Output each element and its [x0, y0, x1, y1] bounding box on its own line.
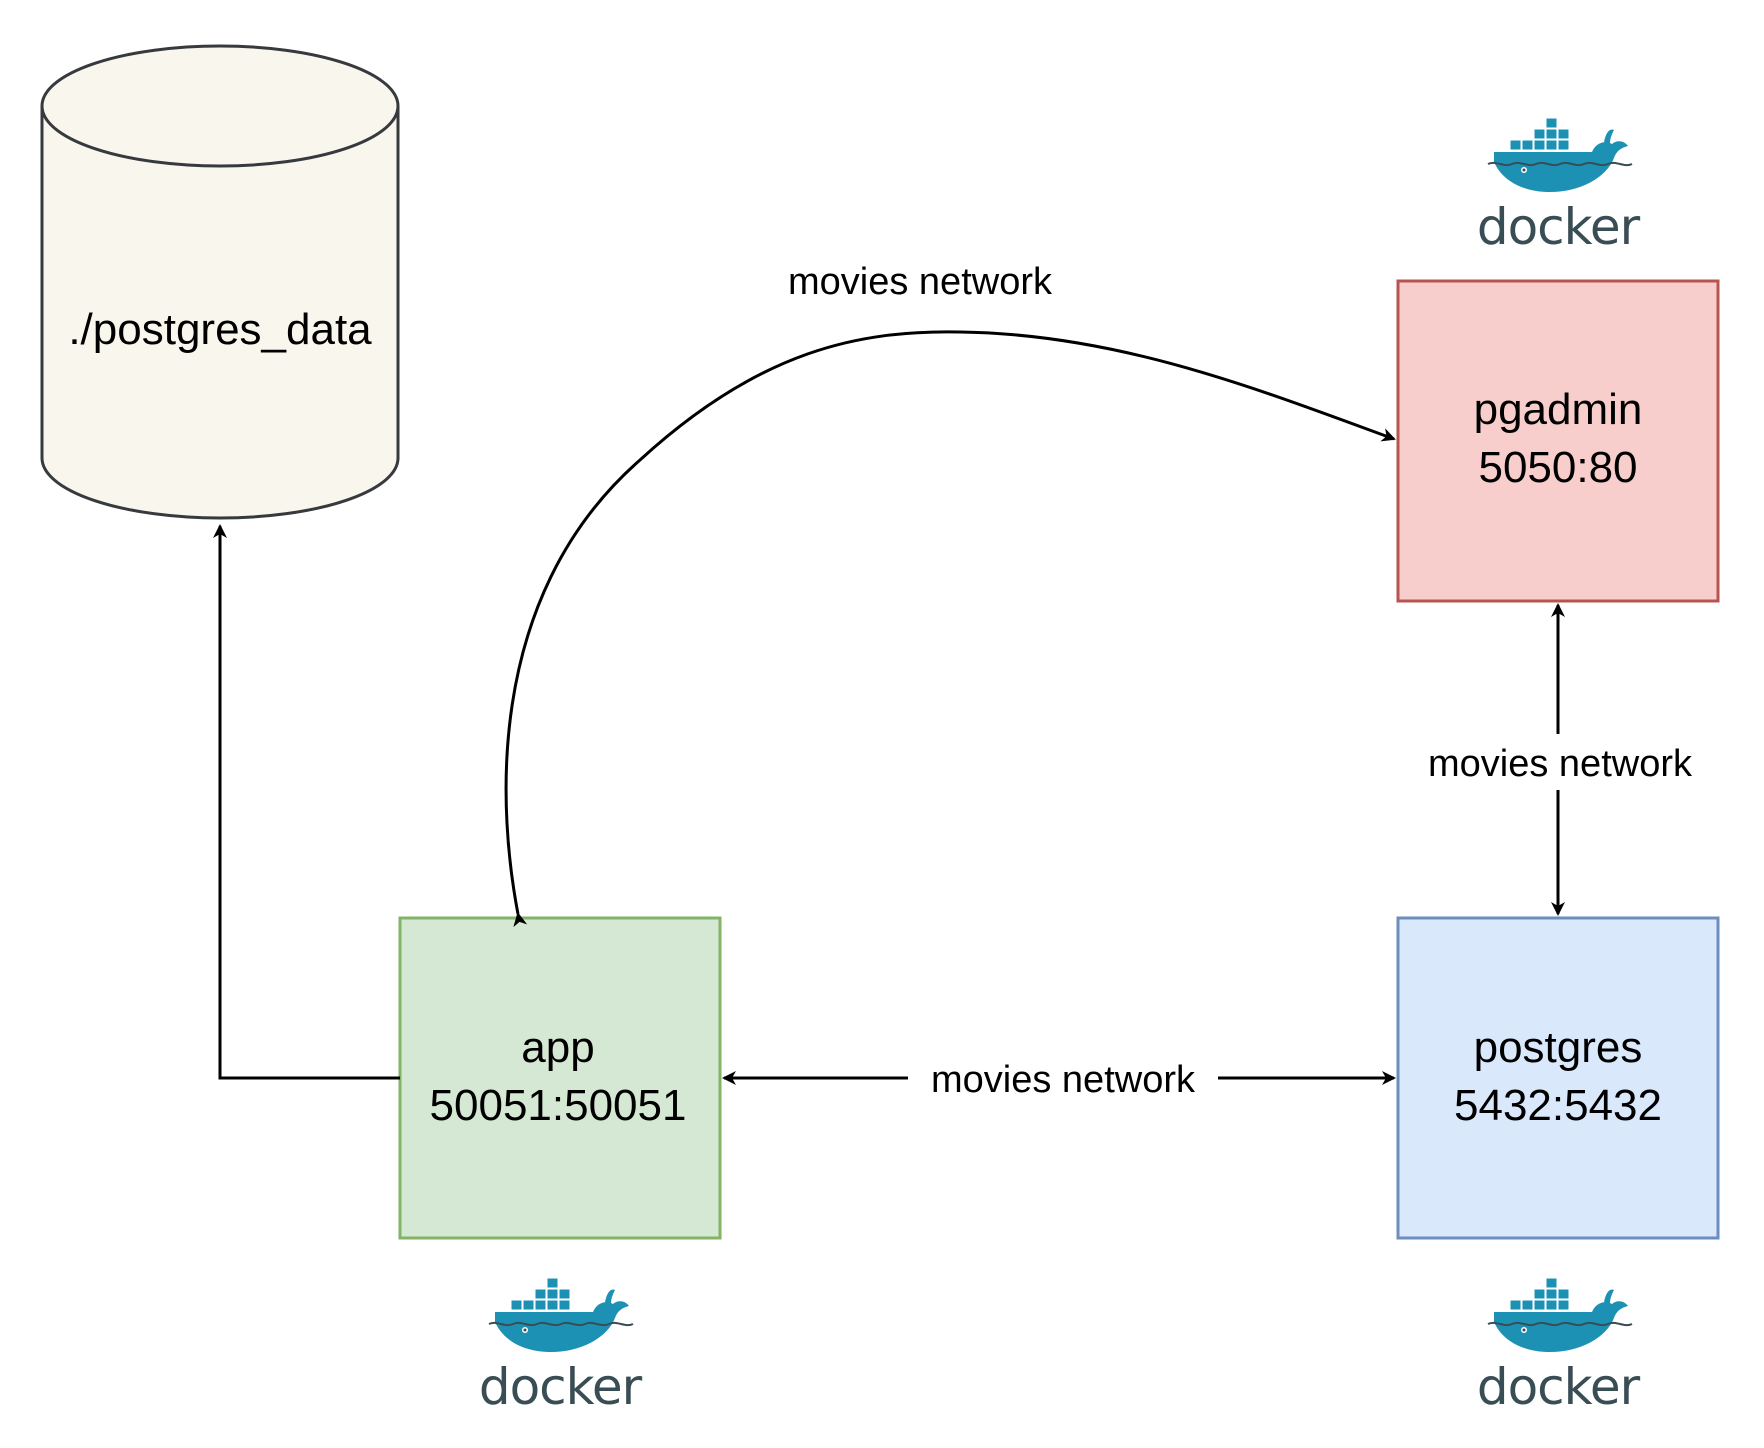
app-name: app — [521, 1023, 594, 1072]
docker-logo-postgres: docker — [1477, 1277, 1642, 1416]
pgadmin-box — [1396, 279, 1720, 603]
postgres-service[interactable]: postgres 5432:5432 — [1396, 916, 1720, 1240]
volume-body — [40, 106, 400, 520]
edge-pgadmin-postgres-label: movies network — [1428, 743, 1693, 785]
docker-wordmark: docker — [1477, 1358, 1641, 1416]
volume-top — [40, 44, 400, 168]
pgadmin-ports: 5050:80 — [1478, 443, 1637, 492]
docker-whale-icon — [1487, 1277, 1633, 1353]
volume-label: ./postgres_data — [68, 305, 372, 354]
docker-logo-pgadmin: docker — [1477, 117, 1642, 256]
docker-logo-app: docker — [479, 1277, 644, 1416]
docker-wordmark: docker — [1477, 198, 1641, 256]
app-box — [398, 916, 722, 1240]
edge-app-postgres-label: movies network — [931, 1059, 1196, 1101]
pgadmin-service[interactable]: pgadmin 5050:80 — [1396, 279, 1720, 603]
postgres-name: postgres — [1474, 1023, 1643, 1072]
edge-app-volume[interactable] — [213, 524, 400, 1080]
edge-app-pgadmin-label: movies network — [788, 261, 1053, 303]
postgres-data-volume[interactable]: ./postgres_data — [40, 44, 400, 520]
docker-whale-icon — [488, 1277, 634, 1353]
postgres-ports: 5432:5432 — [1454, 1081, 1662, 1130]
app-service[interactable]: app 50051:50051 — [398, 916, 722, 1240]
pgadmin-name: pgadmin — [1474, 385, 1643, 434]
postgres-box — [1396, 916, 1720, 1240]
app-ports: 50051:50051 — [430, 1081, 687, 1130]
edge-app-pgadmin[interactable] — [504, 330, 1396, 928]
docker-wordmark: docker — [479, 1358, 643, 1416]
docker-whale-icon — [1487, 117, 1633, 193]
